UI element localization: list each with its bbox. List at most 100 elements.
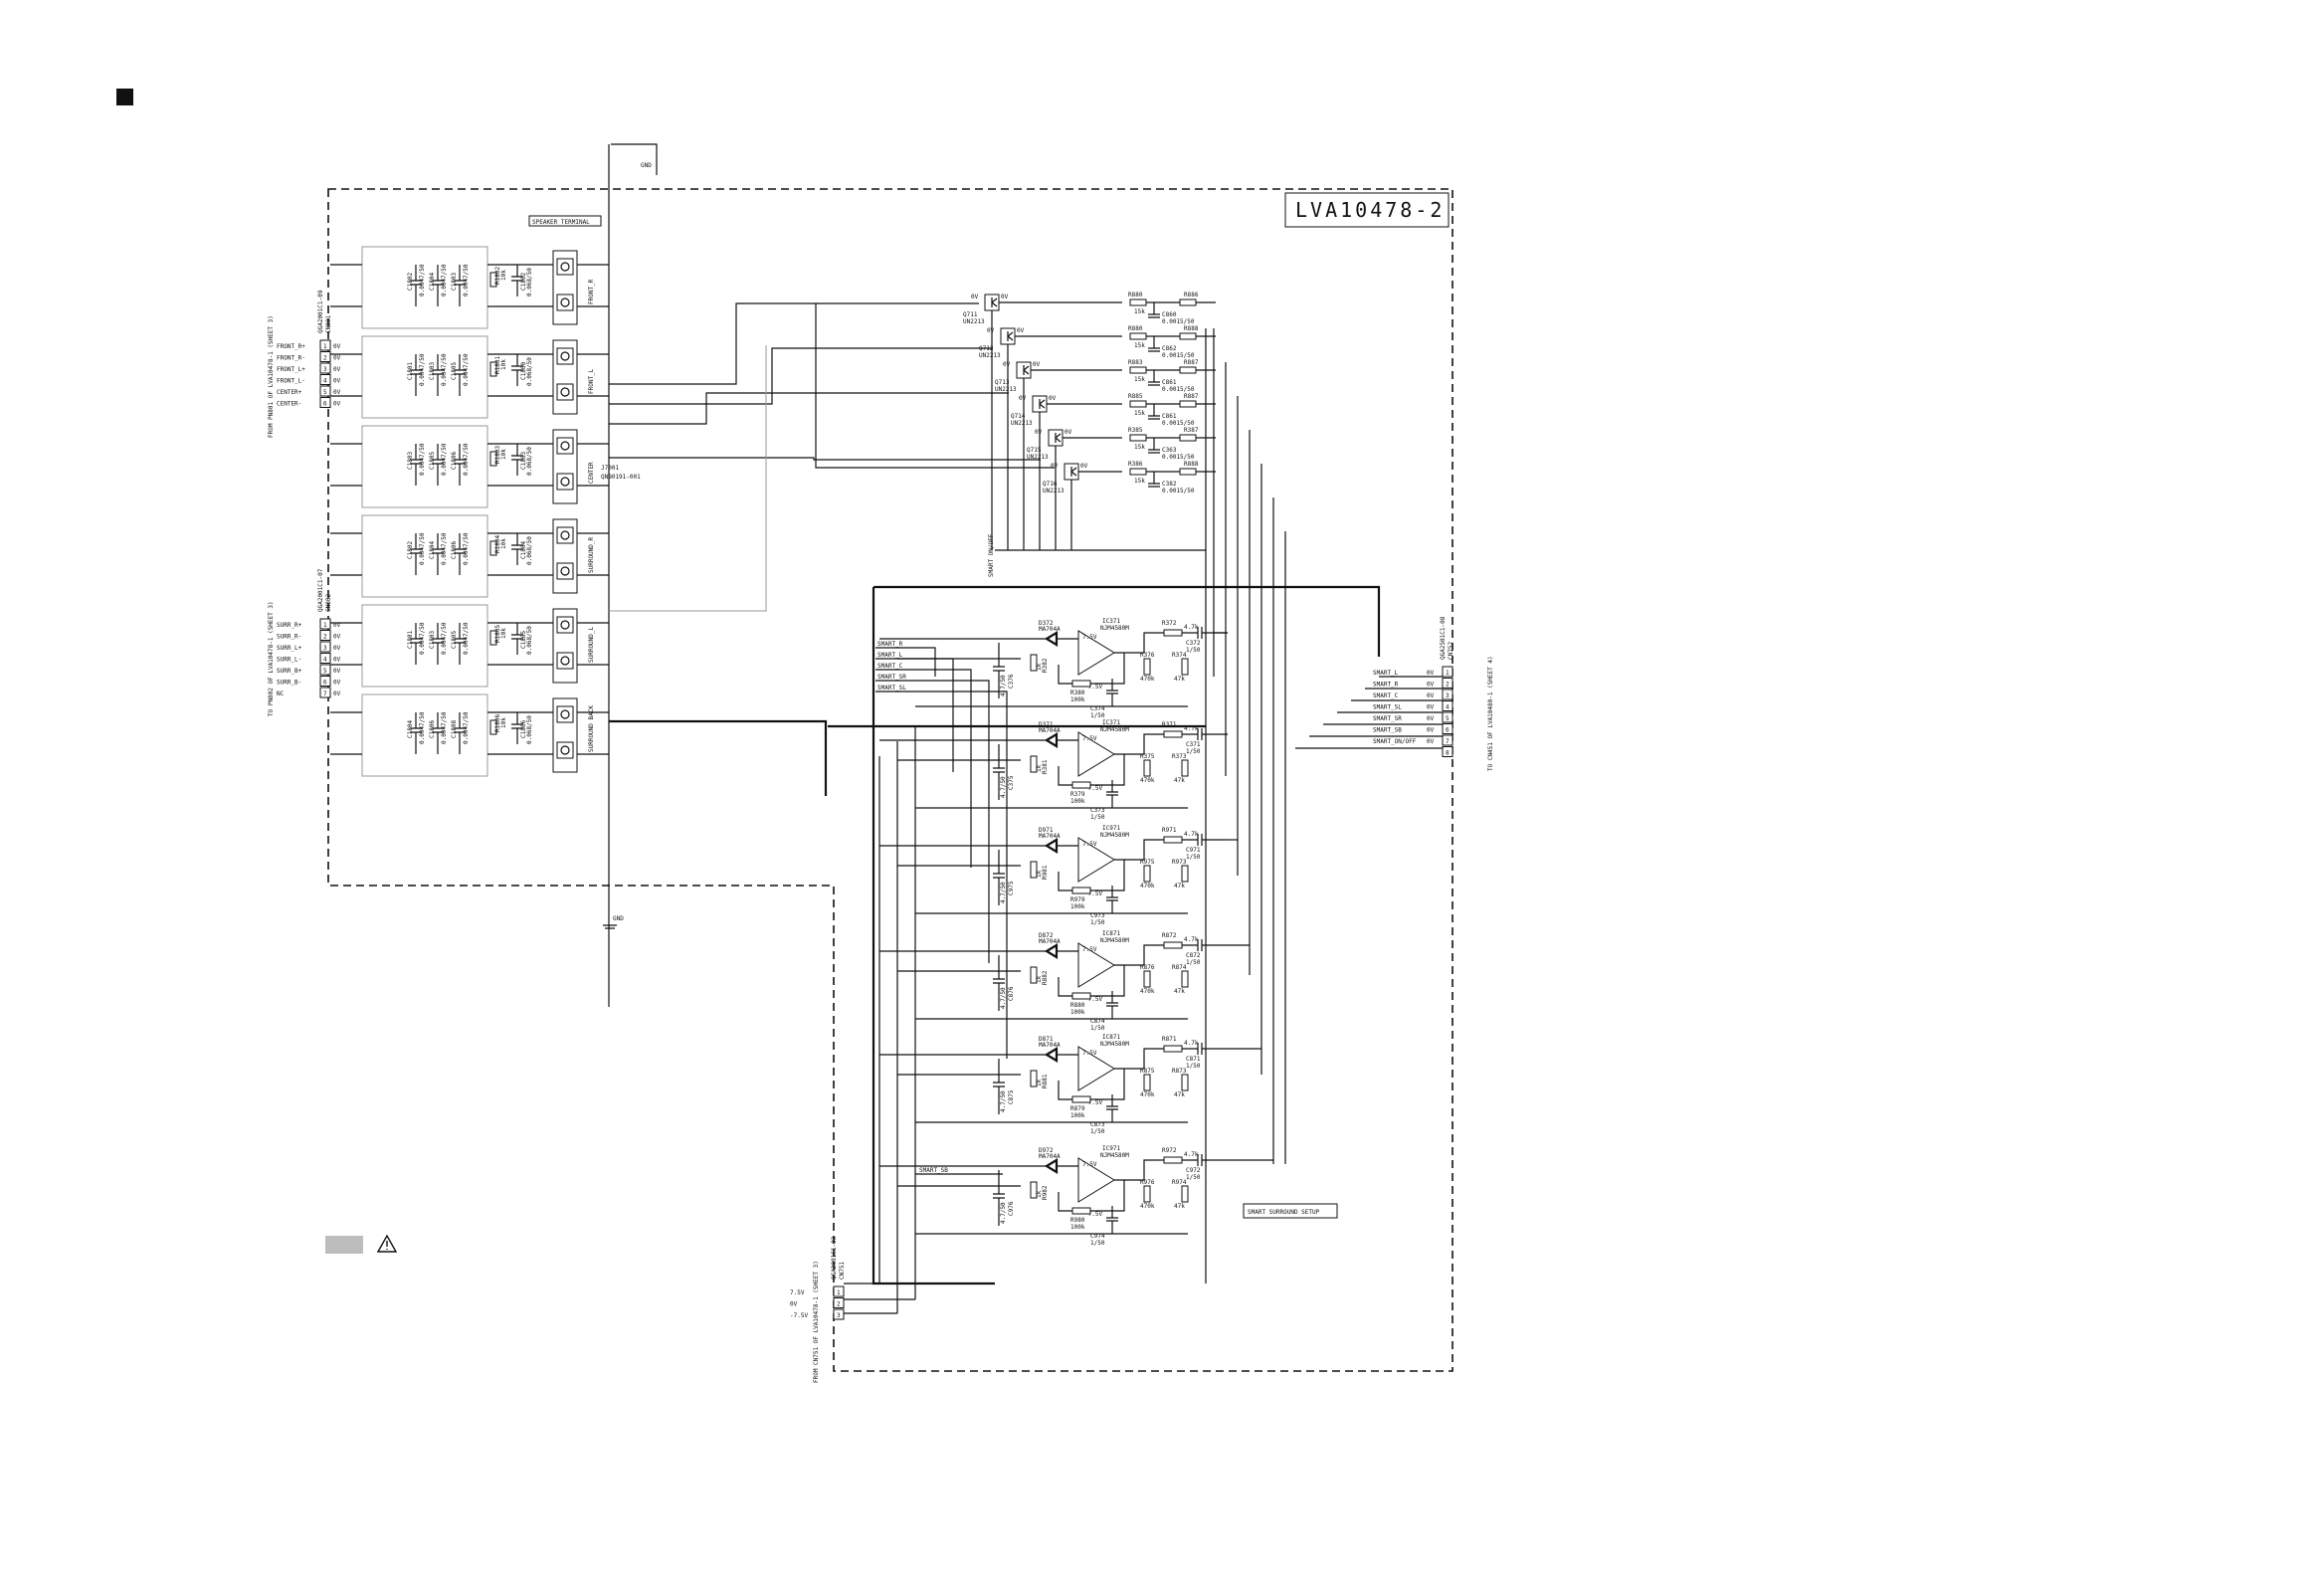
connector-pin <box>1442 711 1453 723</box>
input-capacitor <box>993 744 1005 800</box>
pin-number: 1 <box>1446 670 1450 677</box>
cn-smart-note: TO CN451 OF LVA10480-1 (SHEET 4) <box>1487 656 1494 771</box>
connector-pin <box>319 362 331 374</box>
pin-name: SMART_R <box>1373 682 1399 689</box>
route-surr-r <box>609 457 1041 461</box>
filter-capacitor-stage <box>1106 886 1118 913</box>
terminal-screw-frame <box>556 294 574 311</box>
pin-number: 2 <box>837 1301 841 1308</box>
connector-pin <box>319 618 331 630</box>
output-cap-ref: C972 <box>1186 1167 1201 1174</box>
terminal-screw <box>560 566 570 576</box>
filter-capacitor <box>432 354 444 396</box>
load-res-value: 470k <box>1140 1203 1155 1210</box>
stage-supply-rail <box>879 1165 1021 1235</box>
bias-res-ref: R981 <box>1042 865 1049 880</box>
terminal-screw-frame <box>556 258 574 276</box>
pin-name: CENTER+ <box>277 389 302 396</box>
filter-small-cap-ref: C1800 <box>520 362 527 380</box>
filter-output-wire <box>487 532 609 576</box>
bias-res-ref: R881 <box>1042 1074 1049 1088</box>
filter-input-wire <box>330 353 362 397</box>
filter-cap-value: 0.0047/50 <box>441 443 448 476</box>
input-cap-ref: C876 <box>1008 986 1015 1001</box>
base-resistor <box>1129 332 1147 340</box>
filter-cap-ref: C1801 <box>407 362 414 380</box>
terminal-screw-frame <box>556 652 574 670</box>
pullup-resistor <box>1179 400 1197 408</box>
connector-pin <box>833 1285 845 1297</box>
smart-bus-label: SMART_SL <box>877 685 906 691</box>
pin-number: 7 <box>323 691 327 697</box>
base-res-value: 15k <box>1134 410 1145 417</box>
output-capacitor <box>1182 1043 1228 1055</box>
pullup-res-ref: R887 <box>1184 393 1199 400</box>
input-cap-value: 4.7/50 <box>1000 987 1007 1009</box>
output-cap-ref: C372 <box>1186 640 1201 647</box>
bias-res-value: 1k <box>1036 1190 1043 1198</box>
terminal-channel-label: SURROUND BACK <box>588 705 595 752</box>
filter-cap-ref: C1802 <box>407 541 414 559</box>
filter-output-wire <box>487 622 609 666</box>
load-resistor-470k <box>1143 970 1151 988</box>
pullup-res-ref: R887 <box>1184 359 1199 366</box>
cn-front-note: FROM PN801 OF LVA10478-1 (SHEET 3) <box>268 315 275 438</box>
feedback-res-value: 100k <box>1070 1224 1085 1231</box>
filter-cap-ref: C1805 <box>429 452 436 470</box>
transistor-voltage: 0V <box>1001 294 1009 300</box>
filter-capacitor <box>454 354 466 396</box>
pullup-resistor <box>1179 468 1197 476</box>
smart-bus-wire <box>875 647 936 677</box>
filter-cap-value: 0.0047/50 <box>463 711 470 744</box>
pin-voltage: 0V <box>1427 738 1435 745</box>
base-capacitor <box>1148 370 1160 386</box>
filter-cap-value: 0.0047/50 <box>463 443 470 476</box>
bias-resistor <box>1030 966 1038 984</box>
terminal-screw-frame <box>556 383 574 401</box>
transistor-part: UN2213 <box>995 386 1017 393</box>
load-res-ref: R976 <box>1140 1179 1155 1186</box>
filter-capacitor-stage <box>1106 679 1118 706</box>
feedback-resistor <box>1071 781 1091 789</box>
filter-cap-ref: C1802 <box>407 273 414 291</box>
pin-number: 1 <box>323 343 327 350</box>
connector-pin <box>833 1308 845 1320</box>
cn-front-part: QGA2001C1-09 <box>317 290 324 333</box>
output-capacitor <box>1182 1154 1228 1166</box>
diode-part: MA704A <box>1039 626 1061 633</box>
smart-onoff-label: SMART ON/OFF <box>988 533 995 577</box>
pin-name: SURR_L- <box>277 657 301 664</box>
output-res-value: 4.7k <box>1184 725 1199 732</box>
opamp-symbol <box>1077 942 1115 988</box>
feedback-res-value: 100k <box>1070 903 1085 910</box>
output-resistor <box>1163 836 1183 844</box>
input-capacitor <box>993 850 1005 905</box>
board-id-box <box>1284 192 1450 228</box>
cn-smart-part: QGA2501C1-08 <box>1440 616 1447 660</box>
bias-res-ref: R982 <box>1042 1185 1049 1200</box>
filter-cap-value: 0.0047/50 <box>419 532 426 565</box>
pin-name: FRONT_R+ <box>277 343 305 350</box>
input-cap-ref: C375 <box>1008 775 1015 790</box>
output-capacitor <box>1182 627 1228 639</box>
diode-part: MA704A <box>1039 727 1061 734</box>
bias-resistor <box>1030 1070 1038 1087</box>
bias-res-ref: R882 <box>1042 970 1049 985</box>
pin-voltage: 0V <box>333 668 341 675</box>
terminal-screw <box>560 387 570 397</box>
opamp-symbol <box>1077 837 1115 883</box>
base-cap-value: 0.0015/50 <box>1162 318 1195 325</box>
pin-voltage: 0V <box>333 355 341 362</box>
filter-capacitor <box>432 265 444 306</box>
stage-cap-ref: C874 <box>1090 1018 1105 1025</box>
transistor-ref: Q714 <box>1011 413 1026 420</box>
filter-resistor <box>489 719 497 735</box>
route-front-r <box>609 302 979 385</box>
opamp-vpos: 7.5V <box>1082 946 1097 953</box>
filter-small-cap-ref: C1802 <box>520 273 527 291</box>
terminal-screw <box>560 477 570 487</box>
input-cap-value: 4.7/50 <box>1000 776 1007 798</box>
feedback-res-value: 100k <box>1070 798 1085 805</box>
transistor-symbol <box>1007 331 1014 341</box>
load-res-ref: R973 <box>1172 859 1187 866</box>
